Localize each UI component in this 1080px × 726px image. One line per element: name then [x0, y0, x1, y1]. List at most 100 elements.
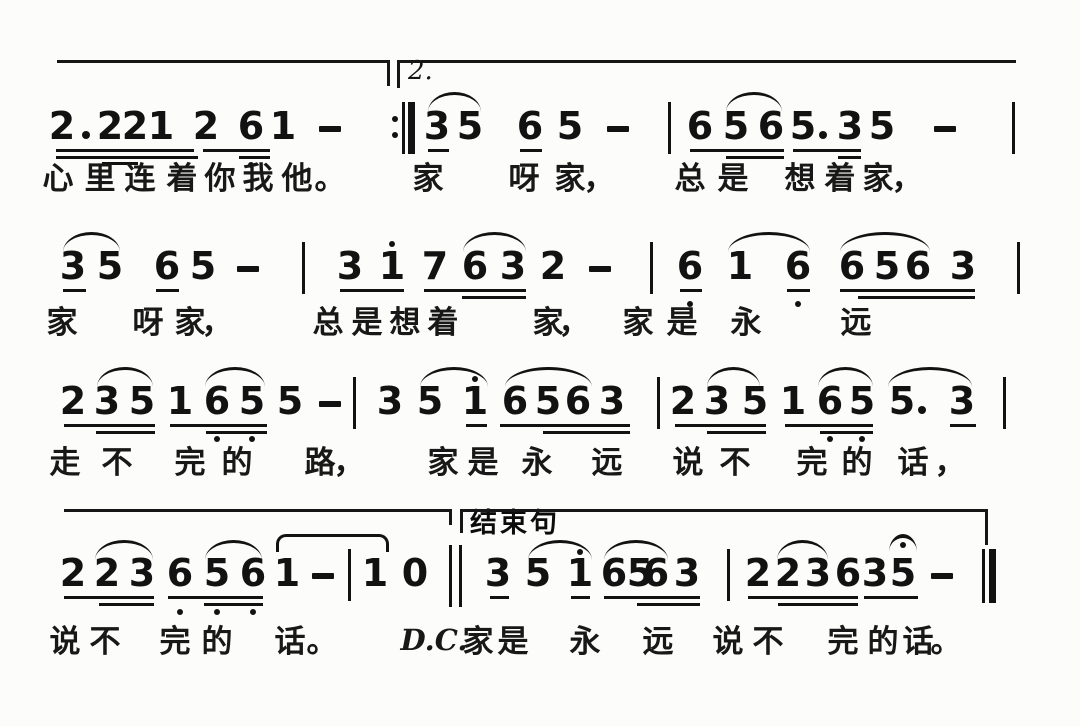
barline-double: [459, 545, 462, 607]
beam-underline: [637, 603, 700, 606]
note-dash: [589, 266, 611, 272]
barline-single: [302, 242, 305, 294]
lyric-char: 总: [674, 161, 706, 197]
note-digit: 2: [59, 551, 87, 595]
lyric-char: 。: [306, 624, 338, 660]
beam-underline: [571, 596, 590, 599]
lyric-char: 的: [841, 445, 873, 481]
note-digit: 2: [192, 104, 220, 148]
slur-arc: [726, 92, 782, 112]
octave-dot: [177, 609, 183, 615]
octave-dot: [250, 609, 256, 615]
lyric-char: 话: [897, 445, 929, 481]
barline-single: [668, 102, 671, 154]
lyric-char: 呀: [508, 161, 540, 197]
lyric-char: 你: [204, 161, 236, 197]
lyric-char: ，: [558, 305, 590, 341]
note-digit: 6: [642, 551, 670, 595]
lyric-char: 完: [174, 445, 206, 481]
beam-underline: [787, 289, 810, 292]
beam-underline: [778, 603, 858, 606]
beam-underline: [793, 149, 861, 152]
lyric-char: 话: [902, 624, 934, 660]
note-digit: 2: [774, 551, 802, 595]
note-digit: 7: [421, 244, 449, 288]
phrase-bracket-tick: [397, 60, 400, 88]
lyric-char: 不: [752, 624, 784, 660]
lyric-char: 的: [201, 624, 233, 660]
lyric-char: 总: [312, 305, 344, 341]
note-digit: 3: [336, 244, 364, 288]
lyric-char: 家: [532, 305, 564, 341]
note-digit: 6: [516, 104, 544, 148]
note-digit: 0: [401, 551, 429, 595]
lyric-char: ，: [934, 445, 966, 481]
beam-underline: [604, 596, 700, 599]
octave-dot: [249, 436, 255, 442]
lyric-char: 家: [554, 161, 586, 197]
note-digit: 3: [703, 379, 731, 423]
note-digit: 6: [166, 551, 194, 595]
note-digit: 5: [789, 104, 817, 148]
beam-underline: [156, 289, 179, 292]
note-digit: 6: [757, 104, 785, 148]
note-digit: 6: [501, 379, 529, 423]
note-digit: 3: [423, 104, 451, 148]
barline-repeat-thick: [408, 102, 415, 154]
note-digit: 2: [96, 104, 124, 148]
lyric-char: 着: [166, 161, 198, 197]
slur-arc: [63, 232, 120, 252]
note-digit: 6: [816, 379, 844, 423]
beam-underline: [102, 162, 138, 165]
octave-dot: [827, 436, 833, 442]
note-dash: [319, 126, 341, 132]
lyric-char: 路: [304, 445, 336, 481]
note-digit: 2: [539, 244, 567, 288]
beam-underline: [239, 156, 270, 159]
beam-underline: [204, 603, 263, 606]
phrase-bracket-line: [397, 60, 1016, 63]
beam-underline: [168, 596, 263, 599]
note-digit: 1: [273, 551, 301, 595]
note-digit: 2: [121, 104, 149, 148]
lyric-char: 是: [351, 305, 383, 341]
note-digit: 3: [861, 551, 889, 595]
note-digit: 5: [416, 379, 444, 423]
lyric-char: ，: [583, 161, 615, 197]
barline-single: [348, 549, 351, 601]
octave-dot: [687, 301, 693, 307]
lyric-char: 的: [867, 624, 899, 660]
barline-single: [657, 377, 660, 429]
lyric-char: 不: [719, 445, 751, 481]
note-digit: 5: [276, 379, 304, 423]
octave-dot: [795, 301, 801, 307]
lyric-char: 心: [42, 161, 74, 197]
beam-underline: [466, 424, 487, 427]
phrase-bracket-tick: [387, 60, 390, 86]
phrase-bracket-tick: [449, 509, 452, 525]
repeat-dot: [392, 116, 398, 122]
beam-underline: [99, 603, 154, 606]
lyric-char: 里: [84, 161, 116, 197]
slur-arc: [728, 232, 810, 252]
note-digit: 6: [461, 244, 489, 288]
lyric-char: 想: [784, 161, 816, 197]
lyric-char: 。: [314, 161, 346, 197]
lyric-char: 呀: [132, 305, 164, 341]
note-digit: 5: [556, 104, 584, 148]
lyric-char: 家: [427, 445, 459, 481]
beam-underline: [543, 431, 630, 434]
note-digit: 5: [203, 551, 231, 595]
slur-arc: [205, 540, 262, 560]
note-digit: 1: [461, 379, 489, 423]
note-dash: [934, 126, 956, 132]
lyric-char: 是: [666, 305, 698, 341]
lyric-char: 完: [159, 624, 191, 660]
ending-phrase-label: 结束句: [470, 508, 560, 539]
augmentation-dot: [819, 131, 827, 139]
note-digit: 6: [600, 551, 628, 595]
beam-underline: [96, 431, 155, 434]
barline-single: [1012, 102, 1015, 154]
note-dash: [607, 126, 629, 132]
